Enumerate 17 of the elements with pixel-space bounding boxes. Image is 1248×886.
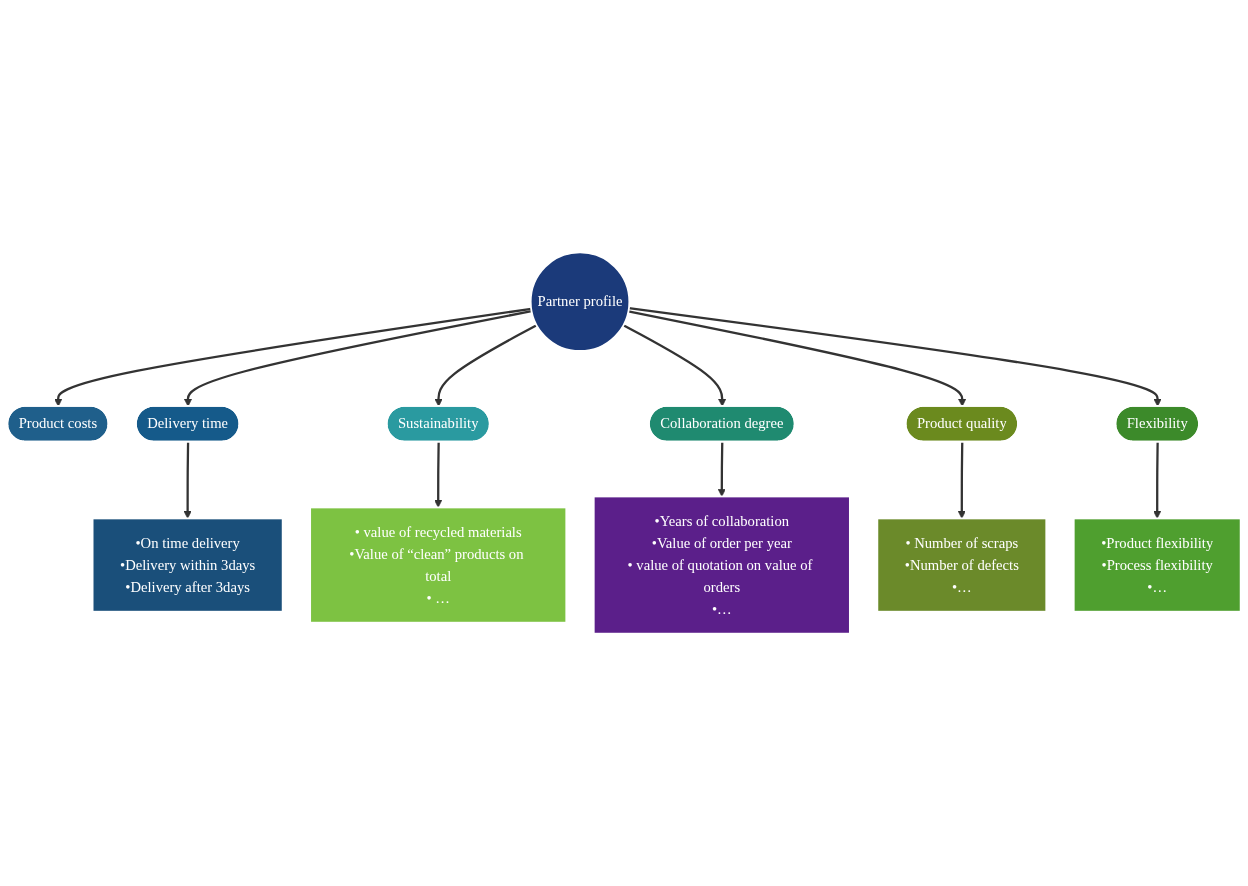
arrow [434,442,443,508]
node-box: • Number of scraps •Number of defects •… [876,517,1048,613]
node-circle: Partner profile [529,251,631,352]
arrow [622,324,727,407]
arrow [628,307,1162,407]
arrow [957,442,966,519]
arrow [183,310,532,407]
node-box: •Years of collaboration •Value of order per year • value of quotation on value of orders •… [592,495,851,635]
node-box: •On time delivery •Delivery within 3days •Delivery after 3days [91,517,284,613]
arrow [434,324,538,407]
arrow [1153,442,1162,519]
arrow [183,442,192,519]
node-box: • value of recycled materials •Value of “clean” products on total • … [309,506,568,624]
arrow [628,310,967,407]
arrow [54,307,532,407]
node-box: •Product flexibility •Process flexibility •… [1072,517,1242,613]
arrow [717,442,726,497]
